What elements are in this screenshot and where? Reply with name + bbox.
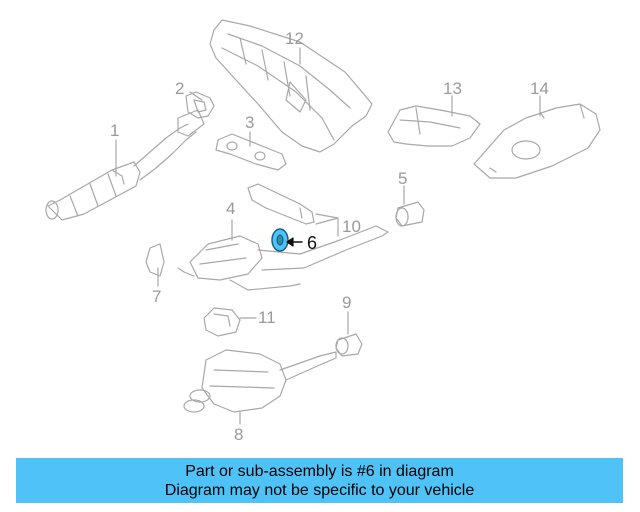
underbody-shield-part — [473, 103, 601, 179]
callout-4: 4 — [226, 199, 236, 218]
callout-5: 5 — [398, 169, 408, 188]
banner-line-2: Diagram may not be specific to your vehi… — [164, 482, 475, 499]
callout-6: 6 — [307, 233, 318, 253]
callout-12: 12 — [285, 29, 304, 48]
callout-13: 13 — [443, 79, 462, 98]
callout-7: 7 — [152, 287, 162, 306]
callout-8: 8 — [234, 425, 244, 444]
info-banner: Part or sub-assembly is #6 in diagram Di… — [16, 458, 623, 503]
mount-part-highlighted — [271, 228, 289, 252]
callout-14: 14 — [530, 79, 549, 98]
hanger-part — [145, 243, 165, 277]
flange-gasket-part — [215, 133, 287, 171]
front-muffler-part — [177, 225, 389, 291]
callout-11: 11 — [258, 308, 276, 327]
exhaust-diagram-drawing — [45, 19, 601, 425]
callout-6-arrow — [286, 237, 303, 247]
rear-bracket-part — [203, 307, 241, 337]
parts-diagram: 12 2 1 3 13 14 5 4 10 6 7 11 9 8 — [45, 19, 601, 444]
callout-2: 2 — [175, 79, 185, 98]
rear-muffler-part — [183, 349, 337, 413]
banner-line-1: Part or sub-assembly is #6 in diagram — [185, 463, 454, 480]
callout-3: 3 — [245, 113, 255, 132]
clamp-part — [395, 201, 425, 227]
bracket-part — [247, 183, 315, 225]
callout-10: 10 — [342, 217, 361, 236]
heat-shield-part — [209, 19, 373, 153]
callout-1: 1 — [110, 121, 120, 140]
heat-shield-small-part — [387, 105, 481, 147]
rear-clamp-part — [335, 333, 363, 357]
catalytic-converter-part — [45, 109, 205, 221]
callout-9: 9 — [342, 293, 352, 312]
